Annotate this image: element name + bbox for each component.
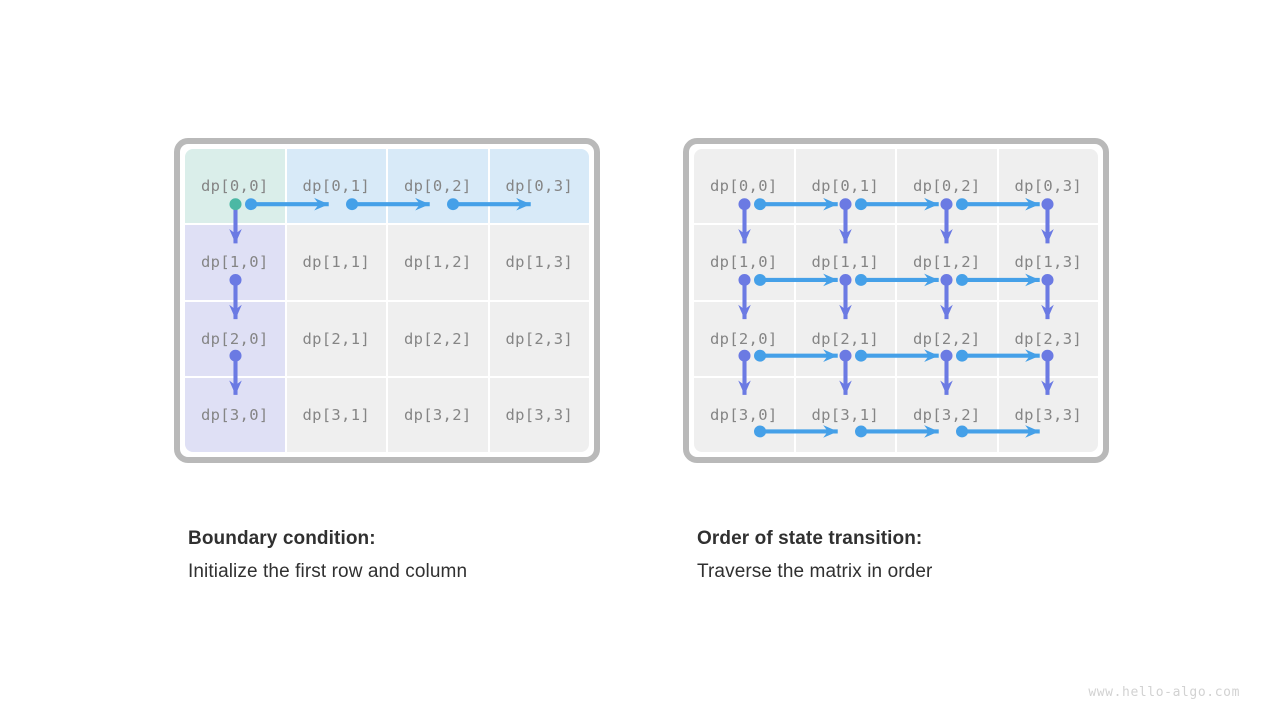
grid-cell[interactable]: dp[1,0]: [694, 225, 794, 300]
grid-cell[interactable]: dp[3,2]: [897, 377, 997, 452]
grid-cell[interactable]: dp[0,2]: [388, 149, 488, 224]
grid-cell[interactable]: dp[3,2]: [388, 377, 488, 452]
dp-grid-frame-left: dp[0,0] dp[0,1] dp[0,2] dp[0,3] dp[1,0] …: [174, 138, 600, 463]
grid-cell[interactable]: dp[0,0]: [185, 149, 285, 224]
grid-cell[interactable]: dp[0,0]: [694, 149, 794, 224]
grid-cell[interactable]: dp[2,0]: [185, 301, 285, 376]
grid-cell[interactable]: dp[1,0]: [185, 225, 285, 300]
grid-cell[interactable]: dp[1,1]: [286, 225, 386, 300]
grid-cell[interactable]: dp[3,1]: [795, 377, 895, 452]
grid-cell[interactable]: dp[0,3]: [489, 149, 589, 224]
caption-title: Boundary condition:: [188, 528, 376, 549]
caption-subtitle: Initialize the first row and column: [188, 561, 468, 582]
grid-cell[interactable]: dp[2,2]: [897, 301, 997, 376]
panel-state-transition-order: dp[0,0] dp[0,1] dp[0,2] dp[0,3] dp[1,0] …: [683, 138, 1109, 463]
grid-cell[interactable]: dp[1,2]: [388, 225, 488, 300]
caption-subtitle: Traverse the matrix in order: [697, 561, 933, 582]
grid-cell[interactable]: dp[1,1]: [795, 225, 895, 300]
caption-title: Order of state transition:: [697, 528, 923, 549]
grid-cell[interactable]: dp[2,1]: [286, 301, 386, 376]
grid-cell[interactable]: dp[0,2]: [897, 149, 997, 224]
grid-cell[interactable]: dp[1,3]: [998, 225, 1098, 300]
dp-grid-left: dp[0,0] dp[0,1] dp[0,2] dp[0,3] dp[1,0] …: [185, 149, 589, 452]
dp-grid-frame-right: dp[0,0] dp[0,1] dp[0,2] dp[0,3] dp[1,0] …: [683, 138, 1109, 463]
grid-cell[interactable]: dp[0,1]: [286, 149, 386, 224]
grid-cell[interactable]: dp[3,0]: [185, 377, 285, 452]
grid-cell[interactable]: dp[3,1]: [286, 377, 386, 452]
panel-boundary-condition: dp[0,0] dp[0,1] dp[0,2] dp[0,3] dp[1,0] …: [174, 138, 600, 463]
grid-cell[interactable]: dp[2,3]: [998, 301, 1098, 376]
grid-cell[interactable]: dp[2,3]: [489, 301, 589, 376]
grid-cell[interactable]: dp[0,1]: [795, 149, 895, 224]
grid-cell[interactable]: dp[1,2]: [897, 225, 997, 300]
grid-cell[interactable]: dp[0,3]: [998, 149, 1098, 224]
caption-state-transition-order: Order of state transition: Traverse the …: [697, 528, 1127, 583]
grid-cell[interactable]: dp[2,2]: [388, 301, 488, 376]
dp-grid-right: dp[0,0] dp[0,1] dp[0,2] dp[0,3] dp[1,0] …: [694, 149, 1098, 452]
watermark: www.hello-algo.com: [1088, 685, 1240, 700]
grid-cell[interactable]: dp[3,0]: [694, 377, 794, 452]
grid-cell[interactable]: dp[1,3]: [489, 225, 589, 300]
grid-cell[interactable]: dp[2,1]: [795, 301, 895, 376]
caption-boundary-condition: Boundary condition: Initialize the first…: [188, 528, 618, 583]
grid-cell[interactable]: dp[3,3]: [489, 377, 589, 452]
grid-cell[interactable]: dp[2,0]: [694, 301, 794, 376]
grid-cell[interactable]: dp[3,3]: [998, 377, 1098, 452]
